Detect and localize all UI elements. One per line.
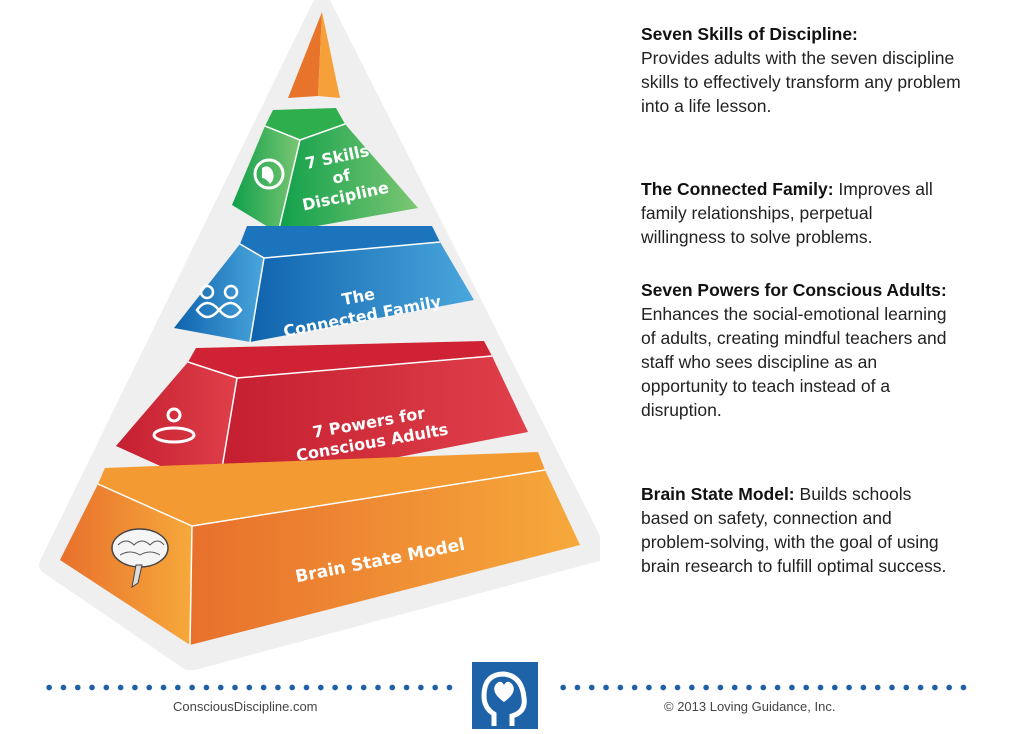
description-connected-family: The Connected Family: Improves all famil… (641, 177, 961, 249)
description-heading: Seven Powers for Conscious Adults: (641, 280, 947, 300)
description-body: Enhances the social-emotional learning o… (641, 304, 947, 420)
globe-icon (253, 158, 285, 190)
description-seven-skills: Seven Skills of Discipline: Provides adul… (641, 22, 961, 118)
description-body: Builds schools based on safety, connecti… (641, 484, 947, 576)
description-seven-powers: Seven Powers for Conscious Adults: Enhan… (641, 278, 961, 422)
pyramid-tip (288, 12, 340, 98)
website-link[interactable]: ConsciousDiscipline.com (173, 699, 318, 714)
head-heart-logo-icon (472, 662, 538, 729)
brain-icon (111, 528, 169, 589)
copyright-text: © 2013 Loving Guidance, Inc. (664, 699, 836, 714)
dotted-divider-right (556, 684, 972, 691)
tier-label-line: of (331, 165, 354, 188)
tier-skills-of-discipline: 7 Skills of Discipline (232, 108, 418, 234)
tier-brain-state-model: Brain State Model (60, 452, 580, 646)
description-body: Improves all family relationships, perpe… (641, 179, 933, 247)
dotted-divider-left (42, 684, 458, 691)
meditating-person-icon (152, 407, 196, 444)
connected-people-icon (195, 284, 243, 319)
description-heading: The Connected Family: (641, 179, 834, 199)
description-heading: Seven Skills of Discipline: (641, 24, 858, 44)
pyramid-diagram: 7 Skills of Discipline The Connected Fam… (39, 0, 600, 670)
description-heading: Brain State Model: (641, 484, 795, 504)
tier-conscious-adults: 7 Powers for Conscious Adults (116, 341, 528, 493)
description-brain-state: Brain State Model: Builds schools based … (641, 482, 961, 578)
description-body: Provides adults with the seven disciplin… (641, 48, 961, 116)
tier-connected-family: The Connected Family (174, 226, 474, 343)
